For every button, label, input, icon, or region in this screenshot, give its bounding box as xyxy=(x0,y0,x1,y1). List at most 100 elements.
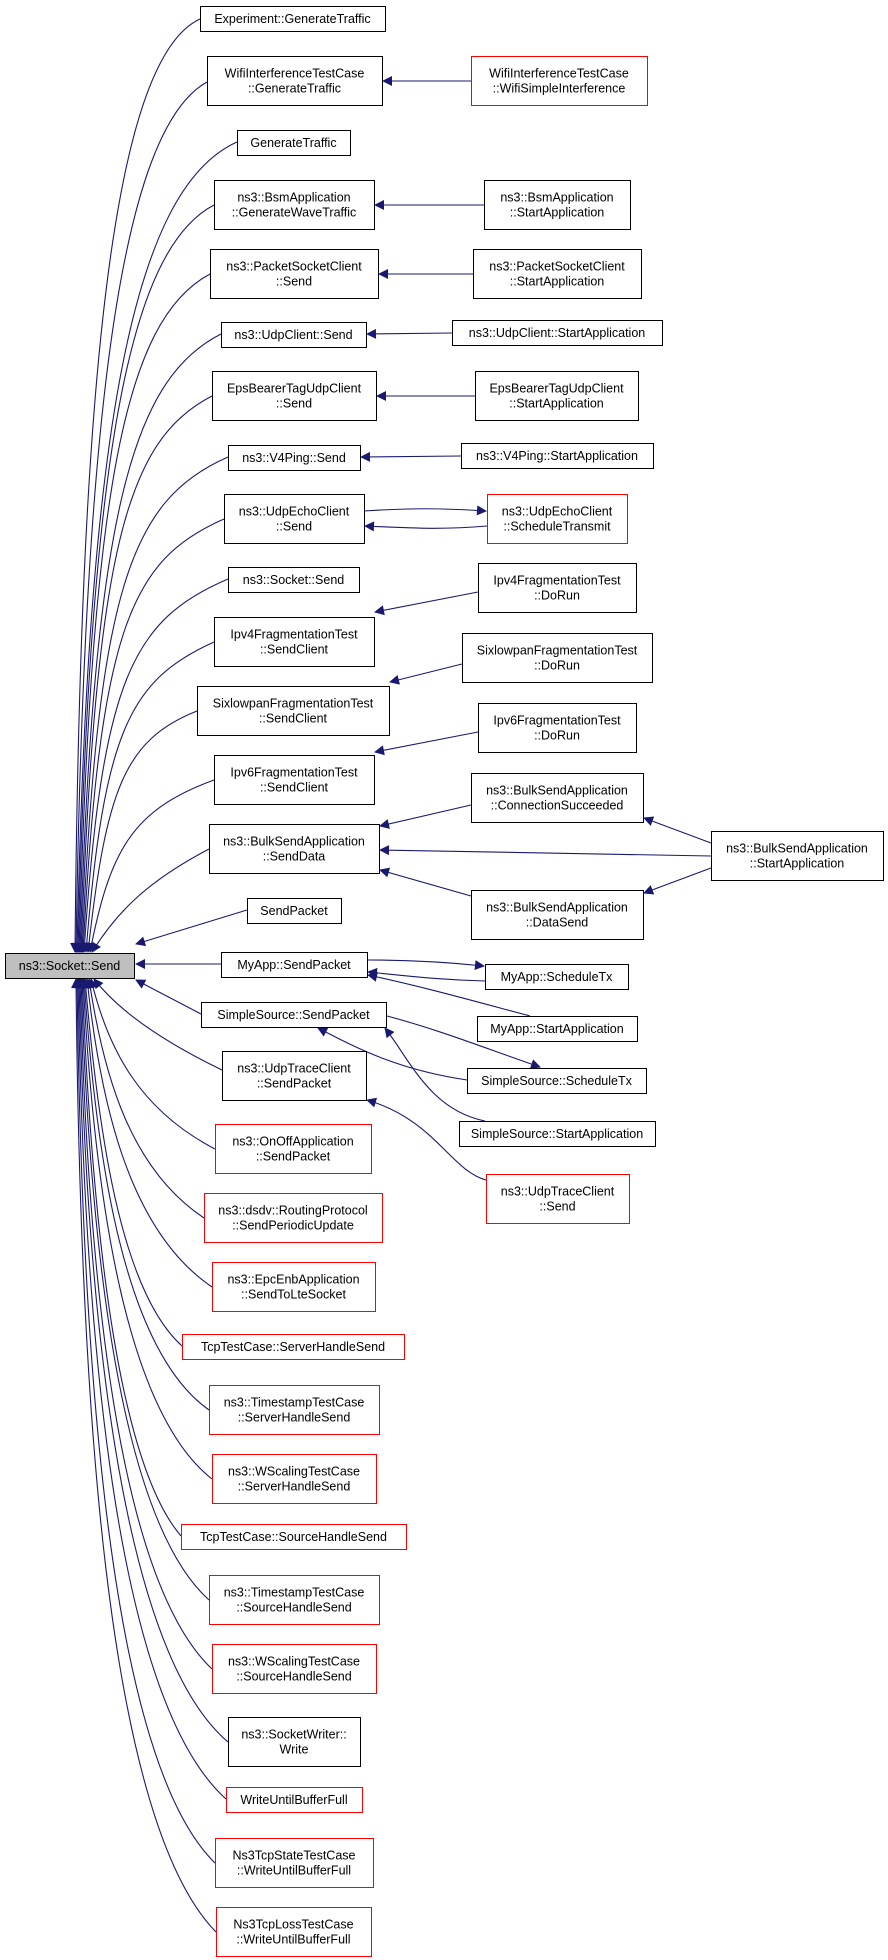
edge-udpclient_send-to-socket_send xyxy=(75,333,222,953)
node-bsm_startapplication[interactable]: ns3::BsmApplication::StartApplication xyxy=(484,180,631,230)
edge-epsbearer_send-to-socket_send xyxy=(76,395,213,953)
node-label-line: ns3::EpcEnbApplication xyxy=(227,1273,359,1287)
node-generatetraffic[interactable]: GenerateTraffic xyxy=(237,130,351,156)
node-box xyxy=(214,755,375,805)
node-label-line: ns3::BulkSendApplication xyxy=(223,835,365,849)
node-myapp_startapplication[interactable]: MyApp::StartApplication xyxy=(477,1016,638,1042)
node-label-line: ns3::WScalingTestCase xyxy=(228,1465,360,1479)
node-udpclient_send[interactable]: ns3::UdpClient::Send xyxy=(221,322,367,348)
node-v4ping_startapplication[interactable]: ns3::V4Ping::StartApplication xyxy=(461,443,654,469)
node-udptrace_send[interactable]: ns3::UdpTraceClient::Send xyxy=(486,1174,630,1224)
node-ns3tcpstate_writeuntil[interactable]: Ns3TcpStateTestCase::WriteUntilBufferFul… xyxy=(215,1838,374,1888)
edge-myapp_scheduletx-to-myapp_sendpacket xyxy=(367,967,486,982)
node-box xyxy=(212,1454,377,1504)
node-label-line: ns3::BsmApplication xyxy=(237,191,350,205)
node-box xyxy=(212,1262,376,1312)
node-tcptest_serverhandlesend[interactable]: TcpTestCase::ServerHandleSend xyxy=(182,1334,405,1360)
node-label-line: ::SendClient xyxy=(260,643,329,657)
node-box xyxy=(214,617,375,667)
node-label-line: ::SendClient xyxy=(259,712,328,726)
node-simplesource_sendpacket[interactable]: SimpleSource::SendPacket xyxy=(201,1002,387,1028)
edge-v4ping_startapplication-to-v4ping_send xyxy=(360,451,462,462)
node-box xyxy=(471,890,644,940)
node-box xyxy=(485,964,629,990)
node-socketwriter_write[interactable]: ns3::SocketWriter::Write xyxy=(228,1717,361,1767)
node-ipv4frag_sendclient[interactable]: Ipv4FragmentationTest::SendClient xyxy=(214,617,375,667)
node-bsm_generatewavetraffic[interactable]: ns3::BsmApplication::GenerateWaveTraffic xyxy=(214,180,375,230)
node-writeuntilbufferfull[interactable]: WriteUntilBufferFull xyxy=(226,1787,363,1813)
node-box xyxy=(182,1334,405,1360)
node-onoff_sendpacket[interactable]: ns3::OnOffApplication::SendPacket xyxy=(215,1124,372,1174)
edge-tcptest_serverhandlesend-to-socket_send xyxy=(80,978,183,1347)
node-label-line: Ns3TcpLossTestCase xyxy=(233,1918,353,1932)
node-label-line: SendPacket xyxy=(260,904,328,918)
node-label-line: Ipv6FragmentationTest xyxy=(230,766,358,780)
node-label-line: ns3::BsmApplication xyxy=(500,191,613,205)
edge-bulksend_startapplication-to-bulksend_senddata xyxy=(379,845,712,857)
node-layer: ns3::Socket::Send Experiment::GenerateTra… xyxy=(5,6,884,1957)
edge-experiment_generatetraffic-to-socket_send xyxy=(70,18,201,953)
node-bulksend_connectionsucceeded[interactable]: ns3::BulkSendApplication::ConnectionSucc… xyxy=(471,773,644,823)
node-box xyxy=(221,952,368,978)
edge-v4ping_send-to-socket_send xyxy=(77,456,229,953)
node-sixlowpan_sendclient[interactable]: SixlowpanFragmentationTest::SendClient xyxy=(197,686,390,736)
node-box xyxy=(224,494,365,544)
node-box xyxy=(209,1575,380,1625)
node-epcenb_sendtoltesocket[interactable]: ns3::EpcEnbApplication::SendToLteSocket xyxy=(212,1262,376,1312)
node-wscaling_serverhandlesend[interactable]: ns3::WScalingTestCase::ServerHandleSend xyxy=(212,1454,377,1504)
node-bulksend_datasend[interactable]: ns3::BulkSendApplication::DataSend xyxy=(471,890,644,940)
node-bulksend_senddata[interactable]: ns3::BulkSendApplication::SendData xyxy=(209,824,380,874)
node-myapp_scheduletx[interactable]: MyApp::ScheduleTx xyxy=(485,964,629,990)
edge-generatetraffic-to-socket_send xyxy=(72,141,238,953)
edge-bulksend_connectionsucceeded-to-bulksend_senddata xyxy=(379,804,472,829)
node-box xyxy=(477,1016,638,1042)
edge-wscaling_sourcehandlesend-to-socket_send xyxy=(75,978,213,1670)
node-simplesource_scheduletx[interactable]: SimpleSource::ScheduleTx xyxy=(467,1068,647,1094)
node-bulksend_startapplication[interactable]: ns3::BulkSendApplication::StartApplicati… xyxy=(711,831,884,881)
node-udpechoclient_send[interactable]: ns3::UdpEchoClient::Send xyxy=(224,494,365,544)
node-ipv6frag_dorun[interactable]: Ipv6FragmentationTest::DoRun xyxy=(478,703,637,753)
node-experiment_generatetraffic[interactable]: Experiment::GenerateTraffic xyxy=(200,6,386,32)
node-label-line: ns3::Socket::Send xyxy=(243,573,345,587)
node-udpechoclient_scheduletransmit[interactable]: ns3::UdpEchoClient::ScheduleTransmit xyxy=(487,494,628,544)
node-packetsocketclient_send[interactable]: ns3::PacketSocketClient::Send xyxy=(210,249,379,299)
edge-simplesource_sendpacket-to-simplesource_scheduletx xyxy=(386,1015,541,1069)
node-dsdv_sendperiodicupdate[interactable]: ns3::dsdv::RoutingProtocol::SendPeriodic… xyxy=(204,1193,383,1243)
node-label-line: ns3::TimestampTestCase xyxy=(224,1586,365,1600)
node-box xyxy=(462,633,653,683)
node-label-line: ::WifiSimpleInterference xyxy=(493,82,626,96)
node-ipv4frag_dorun[interactable]: Ipv4FragmentationTest::DoRun xyxy=(478,563,637,613)
node-label-line: EpsBearerTagUdpClient xyxy=(489,382,624,396)
node-label-line: ns3::Socket::Send xyxy=(19,959,121,973)
node-udptrace_sendpacket[interactable]: ns3::UdpTraceClient::SendPacket xyxy=(222,1051,367,1101)
node-label-line: TcpTestCase::ServerHandleSend xyxy=(201,1340,385,1354)
edge-bulksend_startapplication-to-bulksend_datasend xyxy=(643,867,712,895)
node-label-line: ns3::UdpClient::Send xyxy=(234,328,352,342)
node-wifiinterference_wifisimple[interactable]: WifiInterferenceTestCase::WifiSimpleInte… xyxy=(471,56,648,106)
node-myapp_sendpacket[interactable]: MyApp::SendPacket xyxy=(221,952,368,978)
node-socket_send_self[interactable]: ns3::Socket::Send xyxy=(228,567,360,593)
node-ns3tcploss_writeuntil[interactable]: Ns3TcpLossTestCase::WriteUntilBufferFull xyxy=(216,1907,372,1957)
node-wifiinterference_generatetraffic[interactable]: WifiInterferenceTestCase::GenerateTraffi… xyxy=(207,56,383,106)
node-label-line: ns3::UdpClient::StartApplication xyxy=(469,326,646,340)
node-v4ping_send[interactable]: ns3::V4Ping::Send xyxy=(228,445,361,471)
node-wscaling_sourcehandlesend[interactable]: ns3::WScalingTestCase::SourceHandleSend xyxy=(212,1644,377,1694)
node-simplesource_startapplication[interactable]: SimpleSource::StartApplication xyxy=(459,1121,656,1147)
node-epsbearer_send[interactable]: EpsBearerTagUdpClient::Send xyxy=(212,371,377,421)
node-box xyxy=(228,1717,361,1767)
node-box xyxy=(222,1051,367,1101)
edge-ipv4frag_sendclient-to-socket_send xyxy=(81,641,215,953)
node-sendpacket[interactable]: SendPacket xyxy=(247,898,342,924)
node-timestamp_sourcehandlesend[interactable]: ns3::TimestampTestCase::SourceHandleSend xyxy=(209,1575,380,1625)
node-label-line: ::Send xyxy=(539,1200,575,1214)
node-label-line: ::SendPacket xyxy=(256,1150,331,1164)
node-tcptest_sourcehandlesend[interactable]: TcpTestCase::SourceHandleSend xyxy=(181,1524,407,1550)
node-udpclient_startapplication[interactable]: ns3::UdpClient::StartApplication xyxy=(452,320,663,346)
node-packetsocketclient_startapplication[interactable]: ns3::PacketSocketClient::StartApplicatio… xyxy=(473,249,642,299)
node-sixlowpan_dorun[interactable]: SixlowpanFragmentationTest::DoRun xyxy=(462,633,653,683)
node-socket_send[interactable]: ns3::Socket::Send xyxy=(5,953,135,979)
node-epsbearer_startapplication[interactable]: EpsBearerTagUdpClient::StartApplication xyxy=(475,371,639,421)
node-ipv6frag_sendclient[interactable]: Ipv6FragmentationTest::SendClient xyxy=(214,755,375,805)
node-timestamp_serverhandlesend[interactable]: ns3::TimestampTestCase::ServerHandleSend xyxy=(209,1385,380,1435)
node-label-line: ::ConnectionSucceeded xyxy=(491,799,624,813)
